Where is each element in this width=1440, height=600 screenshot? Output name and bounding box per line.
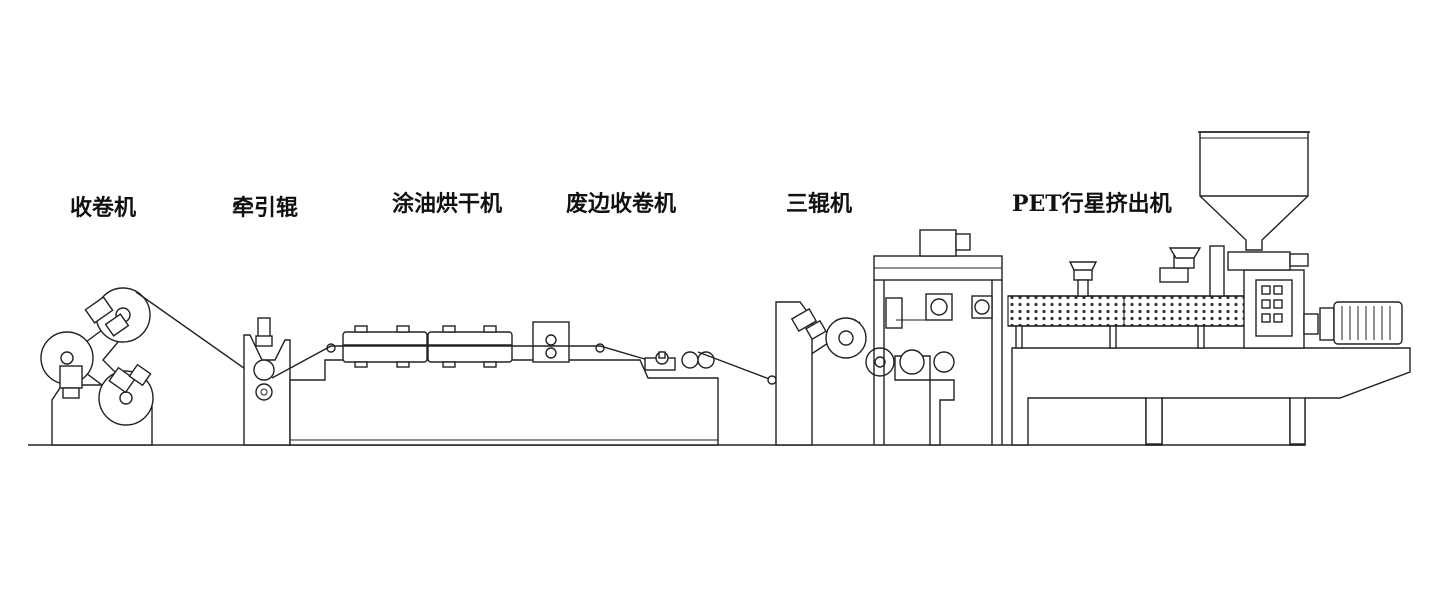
three-roll-machine [767, 301, 895, 446]
winder-machine [40, 287, 154, 446]
label-winder: 收卷机 [70, 195, 137, 221]
label-three-roll: 三辊机 [786, 191, 853, 217]
extruder-machine [1007, 131, 1411, 446]
label-haul-off: 牵引辊 [232, 195, 299, 221]
film-web-1 [135, 291, 259, 379]
coating-dryer-machine [289, 321, 719, 446]
label-coating-dryer: 涂油烘干机 [392, 191, 503, 217]
chill-roll-stand [873, 229, 1003, 446]
label-edge-winder: 废边收卷机 [566, 191, 677, 217]
film-web-2 [271, 345, 656, 379]
haul-off-machine [243, 317, 291, 446]
label-extruder: PET行星挤出机 [1012, 191, 1172, 217]
edge-winder-machine [644, 351, 715, 371]
